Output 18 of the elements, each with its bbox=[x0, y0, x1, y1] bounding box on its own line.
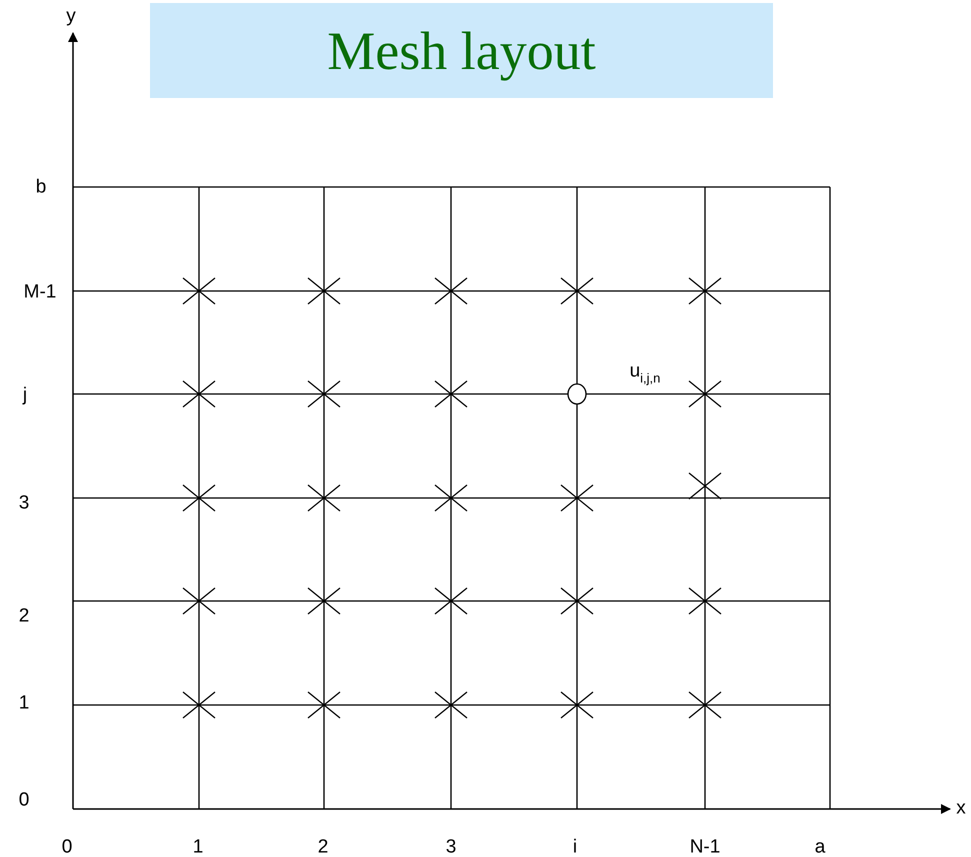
axis-label: y bbox=[66, 6, 76, 26]
tick-label: 1 bbox=[192, 838, 204, 856]
tick-label: j bbox=[22, 386, 28, 404]
tick-label: M-1 bbox=[24, 282, 56, 302]
tick-label: 3 bbox=[446, 838, 456, 856]
tick-label: b bbox=[36, 178, 46, 196]
tick-label: N-1 bbox=[690, 838, 720, 856]
tick-label: 1 bbox=[18, 694, 30, 712]
tick-label: a bbox=[814, 838, 826, 856]
tick-label: i bbox=[572, 838, 578, 856]
tick-label: 0 bbox=[18, 790, 30, 810]
tick-label: 2 bbox=[18, 606, 30, 626]
title-banner: Mesh layout bbox=[150, 3, 773, 98]
tick-label: 3 bbox=[18, 494, 30, 512]
axis-label: x bbox=[956, 798, 966, 818]
tick-label: 0 bbox=[62, 838, 72, 856]
point-label: u$_{i,j,n}$ bbox=[630, 362, 660, 384]
tick-label: 2 bbox=[318, 838, 328, 856]
